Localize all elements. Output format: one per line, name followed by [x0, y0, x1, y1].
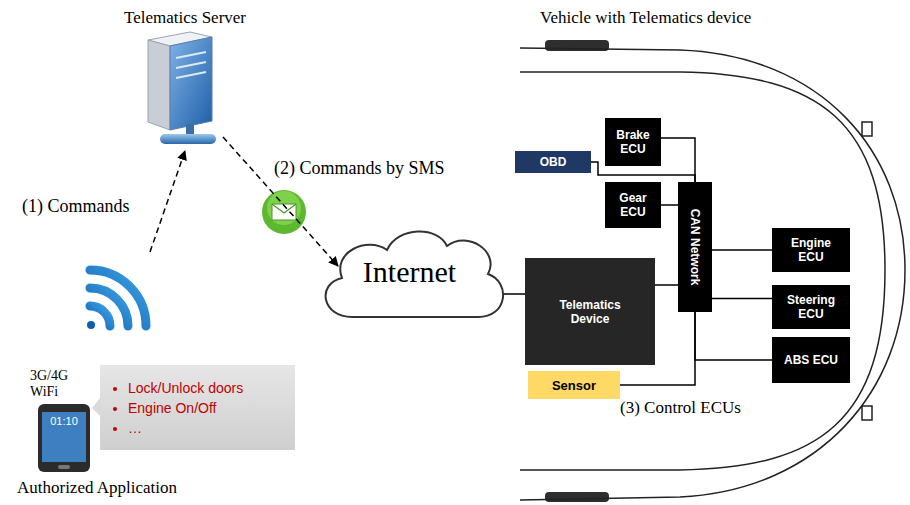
connector [501, 293, 525, 295]
server-icon [160, 134, 216, 144]
phone-icon [92, 398, 100, 416]
phone-clock: 01:10 [42, 415, 86, 427]
connector [712, 249, 772, 251]
edge-label: (2) Commands by SMS [272, 158, 447, 179]
wifi-icon [87, 321, 95, 329]
ecu-box: Steering ECU [772, 285, 850, 329]
node-label: Vehicle with Telematics device [540, 8, 751, 28]
ecu-box: ABS ECU [772, 337, 850, 383]
wifi-icon [90, 288, 128, 326]
connector [223, 137, 338, 266]
vehicle-outline: Vehicle with Telematics deviceBrake ECU O… [505, 4, 908, 504]
node-label: OBD [540, 155, 567, 169]
phone-icon [58, 465, 70, 469]
vehicle-outline-shape [520, 48, 905, 500]
server-icon [170, 37, 212, 130]
node-label: Authorized Application [17, 478, 177, 498]
envelope-icon [262, 190, 306, 234]
phone-icon [38, 404, 90, 472]
node-label: ABS ECU [784, 353, 838, 367]
cloud-node: Internet [312, 222, 507, 334]
node-label: Sensor [552, 378, 596, 393]
command-list-box: Lock/Unlock doorsEngine On/Off… [100, 365, 295, 450]
network-label: 3G/4G WiFi [30, 368, 76, 400]
server-node: Telematics Server [125, 6, 245, 151]
node-label: Internet [363, 255, 456, 289]
connector [661, 204, 678, 206]
command-item: Lock/Unlock doors [128, 378, 289, 398]
phone-icon [42, 412, 86, 462]
envelope-icon [262, 190, 306, 234]
car-wheel [545, 492, 609, 502]
sensor-box: Sensor [528, 371, 620, 399]
cloud-node-shape [326, 231, 504, 317]
ecu-box: Gear ECU [605, 182, 661, 228]
server-icon [176, 62, 206, 68]
bullet-list: Lock/Unlock doorsEngine On/Off… [106, 378, 289, 438]
server-icon [148, 40, 170, 130]
server-icon [148, 32, 216, 144]
ecu-box: Brake ECU [605, 118, 661, 166]
connector [712, 298, 772, 300]
connector [695, 312, 772, 360]
connector [150, 151, 185, 252]
cloud-node-shape [326, 231, 504, 317]
server-icon [186, 124, 194, 134]
command-item: … [128, 418, 289, 438]
node-label: Steering ECU [782, 293, 840, 321]
node-label: Telematics Device [550, 298, 630, 326]
node-label: Telematics Server [124, 8, 246, 28]
node-label: Gear ECU [609, 191, 657, 219]
wifi-icon [87, 270, 146, 329]
step-label: (3) Control ECUs [620, 398, 780, 418]
node-label: Engine ECU [782, 236, 840, 264]
ecu-box: Engine ECU [772, 228, 850, 272]
connector [655, 284, 678, 286]
wifi-icon [90, 270, 146, 326]
can-bus-bar: CAN Network [678, 182, 712, 312]
phone-icon [38, 398, 100, 472]
server-icon [176, 72, 206, 78]
server-icon [176, 52, 206, 58]
command-item: Engine On/Off [128, 398, 289, 418]
obd-port-box: OBD [515, 151, 591, 173]
edge-label: (1) Commands [20, 196, 132, 217]
vehicle-outline-shape [520, 48, 905, 500]
node-label: Brake ECU [609, 128, 657, 156]
telematics-device-box: Telematics Device [525, 258, 655, 365]
node-label: CAN Network [688, 209, 702, 286]
